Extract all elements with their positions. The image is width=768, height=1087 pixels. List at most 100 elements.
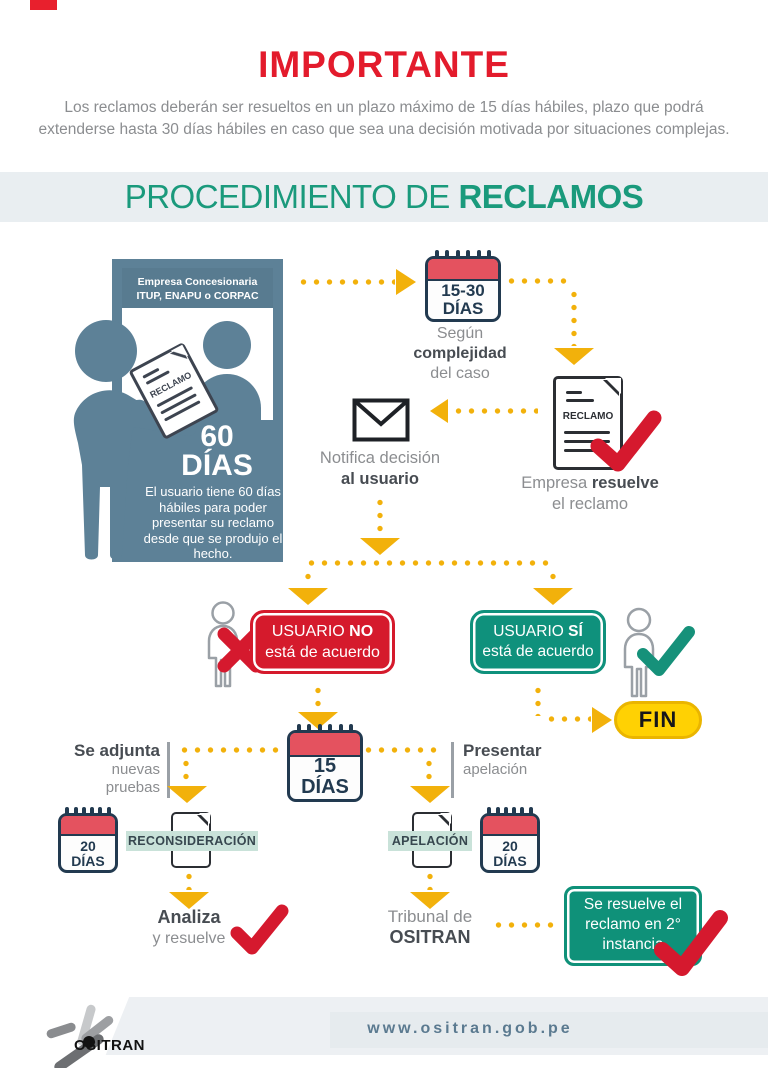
empresa-resuelve-label: Empresa resuelve el reclamo: [495, 473, 685, 514]
se-adjunta-line1: Se adjunta: [74, 741, 160, 760]
empresa-header-line1: Empresa Concesionaria: [137, 276, 258, 288]
cal-20r-line1: 20: [502, 838, 518, 855]
calendar-15-icon: 15 DÍAS: [287, 724, 363, 802]
tribunal-line2: OSITRAN: [389, 927, 471, 948]
fin-pill: FIN: [614, 701, 702, 739]
page-title: IMPORTANTE: [258, 44, 510, 85]
usuario-no-box: USUARIO NO está de acuerdo: [250, 610, 395, 674]
empresa-box-header: Empresa Concesionaria ITUP, ENAPU o CORP…: [122, 268, 273, 308]
person-silhouette-left: [73, 320, 197, 560]
usuario-no-pre: USUARIO: [271, 623, 350, 640]
connector-cal-to-doc-h: [505, 278, 573, 284]
notifica-line2: al usuario: [341, 469, 419, 488]
arrow-to-resuelve-doc: [554, 348, 594, 365]
divider-left: [167, 742, 170, 798]
arrow-to-envelope: [430, 399, 448, 423]
presentar-line1: Presentar: [463, 741, 542, 760]
empresa-resuelve-line2: el reclamo: [551, 494, 629, 513]
empresa-header-line2: ITUP, ENAPU o CORPAC: [136, 290, 259, 303]
connector-recon-down: [186, 870, 192, 890]
analiza-label: Analiza y resuelve: [129, 907, 249, 948]
connector-cal-to-doc-v: [571, 288, 577, 346]
calendar-15-30-icon: 15-30 DÍAS: [425, 250, 501, 322]
cal-20r-line2: DÍAS: [493, 852, 527, 869]
analiza-line1: Analiza: [157, 907, 221, 927]
se-adjunta-line3: pruebas: [105, 779, 160, 797]
intro-line-1: Los reclamos deberán ser resueltos en un…: [64, 99, 704, 116]
empresa-resuelve-bold: resuelve: [591, 474, 659, 492]
intro-line-2: extenderse hasta 30 días hábiles en caso…: [38, 121, 730, 138]
segun-label: Según complejidad del caso: [390, 324, 530, 384]
segun-line3: del caso: [430, 365, 490, 382]
cal-20l-line1: 20: [80, 838, 96, 855]
tribunal-line1: Tribunal de: [387, 907, 473, 926]
cal-15-30-line2: DÍAS: [442, 298, 484, 318]
resolved-doc-label: RECLAMO: [562, 411, 614, 422]
calendar-20-right-icon: 20 DÍAS: [480, 807, 540, 873]
arrow-to-usuario-no: [288, 588, 328, 605]
resolucion-line1: Se resuelve el: [583, 896, 683, 913]
section-title-bold: RECLAMOS: [458, 178, 644, 215]
apelacion-text: APELACIÓN: [391, 834, 469, 848]
ositran-logo-mark: [46, 1004, 114, 1068]
connector-split-left: [305, 570, 311, 586]
usuario-no-bold: NO: [349, 623, 374, 640]
sixty-days-number: 60: [200, 420, 234, 453]
reconsideracion-text: RECONSIDERACIÓN: [127, 834, 257, 848]
envelope-icon: [352, 398, 410, 442]
divider-right: [451, 742, 454, 798]
resolucion-line2: reclamo en 2°: [585, 916, 681, 934]
check-red-resolucion: [654, 910, 728, 976]
connector-notifica-down: [377, 496, 383, 536]
arrow-to-analiza: [169, 892, 209, 909]
connector-right-down: [426, 757, 432, 785]
person-si-icon: [623, 607, 655, 698]
resolucion-box: Se resuelve el reclamo en 2° instancia: [564, 886, 702, 966]
ositran-logo-text: OSITRAN: [74, 1037, 145, 1054]
presentar-line2: apelación: [463, 761, 528, 779]
notifica-label: Notifica decisión al usuario: [285, 448, 475, 489]
connector-apel-down: [427, 870, 433, 890]
arrow-to-reconsideracion: [167, 786, 207, 803]
section-title-regular: PROCEDIMIENTO DE: [124, 178, 451, 215]
segun-line2: complejidad: [413, 345, 507, 362]
arrow-to-usuario-si: [533, 588, 573, 605]
arrow-split-center: [360, 538, 400, 555]
usuario-no-line2: está de acuerdo: [265, 643, 380, 661]
cal-15-line2: DÍAS: [301, 775, 349, 798]
notifica-line1: Notifica decisión: [319, 449, 441, 467]
corner-mark: [30, 0, 57, 10]
se-adjunta-label: Se adjunta nuevas pruebas: [55, 741, 160, 797]
check-red-resuelve: [590, 410, 662, 472]
sixty-days-word: DÍAS: [181, 449, 253, 482]
connector-doc-to-envelope: [452, 408, 538, 414]
calendar-20-left-icon: 20 DÍAS: [58, 807, 118, 873]
arrow-to-fin: [592, 707, 612, 733]
apelacion-band: APELACIÓN: [388, 831, 472, 851]
arrow-to-cal-15-30: [396, 269, 416, 295]
usuario-si-bold: SÍ: [568, 623, 583, 640]
section-banner: [0, 172, 768, 222]
connector-left-down: [183, 757, 189, 785]
reconsideracion-band: RECONSIDERACIÓN: [126, 831, 258, 851]
resolucion-line3: instancia: [602, 936, 664, 954]
usuario-si-line2: está de acuerdo: [482, 643, 594, 661]
usuario-si-pre: USUARIO: [493, 623, 569, 640]
footer-url: www.ositran.gob.pe: [367, 1020, 573, 1037]
section-title: PROCEDIMIENTO DE RECLAMOS: [0, 178, 768, 216]
cal-15-line1: 15: [313, 755, 337, 778]
connector-tribunal-right: [492, 922, 558, 928]
sixty-days-description: El usuario tiene 60 días hábiles para po…: [143, 484, 283, 562]
connector-si-right: [545, 716, 591, 722]
usuario-si-box: USUARIO SÍ está de acuerdo: [470, 610, 606, 674]
check-red-analiza: [230, 904, 289, 955]
cal-20l-line2: DÍAS: [71, 852, 105, 869]
analiza-line2: y resuelve: [152, 929, 226, 947]
cal-15-30-line1: 15-30: [441, 281, 485, 301]
presentar-label: Presentar apelación: [463, 741, 573, 779]
connector-cal15-right: [362, 747, 442, 753]
se-adjunta-line2: nuevas: [111, 761, 160, 779]
arrow-to-tribunal: [410, 892, 450, 909]
tribunal-label: Tribunal de OSITRAN: [370, 907, 490, 949]
arrow-to-apelacion: [410, 786, 450, 803]
